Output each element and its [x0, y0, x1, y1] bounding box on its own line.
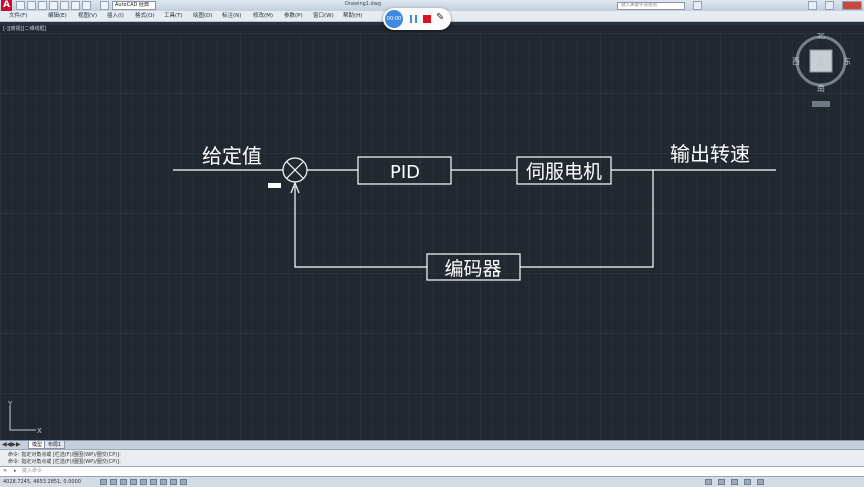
menu-modify[interactable]: 修改(M)	[253, 13, 274, 19]
menu-insert[interactable]: 插入(I)	[107, 13, 124, 19]
polar-icon[interactable]	[130, 479, 137, 485]
command-line-input[interactable]: ✕ ▸ 键入命令	[0, 466, 864, 476]
transparency-icon[interactable]	[180, 479, 187, 485]
input-label[interactable]: 给定值	[202, 144, 262, 168]
command-history-line: 命令: 指定对角点或 [栏选(F)/圈围(WP)/圈交(CP)]:	[8, 452, 121, 458]
otrack-icon[interactable]	[150, 479, 157, 485]
workspace-gear-icon[interactable]	[100, 1, 109, 10]
help-search-icon[interactable]	[693, 1, 702, 10]
menu-help[interactable]: 帮助(H)	[343, 13, 363, 19]
grid	[0, 33, 864, 440]
menu-tools[interactable]: 工具(T)	[164, 13, 183, 19]
ucs-icon	[9, 406, 36, 431]
osnap-icon[interactable]	[140, 479, 147, 485]
tab-layout1[interactable]: 布局1	[44, 441, 66, 449]
tab-nav-arrows-icon[interactable]: ◀◀▶▶	[2, 441, 21, 448]
annotation-scale-icon[interactable]	[705, 479, 712, 485]
menu-dimension[interactable]: 标注(N)	[222, 13, 242, 19]
isolate-objects-icon[interactable]	[744, 479, 751, 485]
workspace-select[interactable]: AutoCAD 经典	[112, 1, 156, 10]
layout-tab-bar: ◀◀▶▶ 模型 布局1	[0, 440, 864, 450]
compass-west[interactable]: 西	[792, 57, 800, 66]
menu-view[interactable]: 视图(V)	[78, 13, 98, 19]
save-as-icon[interactable]	[49, 1, 58, 10]
stop-icon[interactable]	[423, 15, 431, 23]
snap-icon[interactable]	[100, 479, 107, 485]
command-history-line: 命令: 指定对角点或 [栏选(F)/圈围(WP)/圈交(CP)]:	[8, 459, 121, 465]
plot-icon[interactable]	[60, 1, 69, 10]
redo-icon[interactable]	[82, 1, 91, 10]
ucs-x-label: X	[37, 427, 42, 435]
window-title: Drawing1.dwg	[345, 1, 381, 7]
encoder-label[interactable]: 编码器	[444, 258, 501, 280]
block-diagram[interactable]	[173, 156, 776, 281]
minus-sign-mark	[268, 183, 281, 188]
lock-icon[interactable]	[731, 479, 738, 485]
workspace-switch-icon[interactable]	[718, 479, 725, 485]
menu-parametric[interactable]: 参数(P)	[284, 13, 303, 19]
ortho-icon[interactable]	[120, 479, 127, 485]
open-file-icon[interactable]	[27, 1, 36, 10]
feedback-line-left[interactable]	[294, 186, 427, 268]
dynamic-input-icon[interactable]	[160, 479, 167, 485]
drawing-canvas[interactable]: 上 北 南 东 西 给定值 PID 伺服电机 输出转速 编码器 Y X	[0, 33, 864, 440]
pen-icon[interactable]: ✎	[436, 12, 445, 23]
screen-recorder-widget[interactable]: 00:00 ✎	[383, 8, 451, 30]
compass-south[interactable]: 南	[817, 83, 825, 93]
save-icon[interactable]	[38, 1, 47, 10]
compass-east[interactable]: 东	[843, 56, 851, 66]
ucs-y-label: Y	[7, 400, 13, 408]
pid-label[interactable]: PID	[390, 162, 420, 183]
command-placeholder: 键入命令	[22, 468, 43, 474]
status-bar: 4028.7245, 4653.2851, 0.0000	[0, 476, 864, 487]
close-button[interactable]	[842, 1, 862, 10]
lineweight-icon[interactable]	[170, 479, 177, 485]
wcs-menu-icon[interactable]	[812, 101, 830, 107]
pause-icon[interactable]	[410, 15, 417, 23]
viewcube-top-label: 上	[817, 58, 825, 67]
maximize-button[interactable]	[825, 1, 834, 10]
viewcube-ring	[795, 35, 847, 87]
menu-format[interactable]: 格式(O)	[135, 13, 155, 19]
undo-icon[interactable]	[71, 1, 80, 10]
command-history: 命令: 指定对角点或 [栏选(F)/圈围(WP)/圈交(CP)]: 命令: 指定…	[0, 449, 864, 467]
feedback-line-right[interactable]	[520, 170, 654, 268]
grid-toggle-icon[interactable]	[110, 479, 117, 485]
recording-timer: 00:00	[385, 10, 403, 28]
feedback-arrow	[290, 181, 300, 194]
output-label[interactable]: 输出转速	[670, 142, 750, 166]
servo-motor-label[interactable]: 伺服电机	[526, 161, 602, 183]
command-prompt-icon: ▸	[14, 468, 17, 474]
coordinate-readout: 4028.7245, 4653.2851, 0.0000	[3, 479, 81, 485]
summing-cross-2	[286, 161, 304, 179]
minimize-button[interactable]	[808, 1, 817, 10]
compass-north[interactable]: 北	[817, 33, 825, 40]
command-close-icon[interactable]: ✕	[3, 468, 8, 474]
viewcube-face[interactable]	[809, 49, 833, 73]
menu-file[interactable]: 文件(F)	[9, 13, 28, 19]
search-input[interactable]: 键入关键字或短语	[617, 2, 685, 10]
viewcube[interactable]: 上 北 南 东 西	[792, 33, 851, 107]
menu-window[interactable]: 窗口(W)	[313, 13, 334, 19]
menu-edit[interactable]: 编辑(E)	[48, 13, 67, 19]
menu-draw[interactable]: 绘图(D)	[193, 13, 213, 19]
new-file-icon[interactable]	[16, 1, 25, 10]
viewport-label[interactable]: [-][俯视][二维线框]	[3, 26, 47, 32]
clean-screen-icon[interactable]	[757, 479, 764, 485]
autocad-logo-icon[interactable]: A	[1, 0, 12, 11]
